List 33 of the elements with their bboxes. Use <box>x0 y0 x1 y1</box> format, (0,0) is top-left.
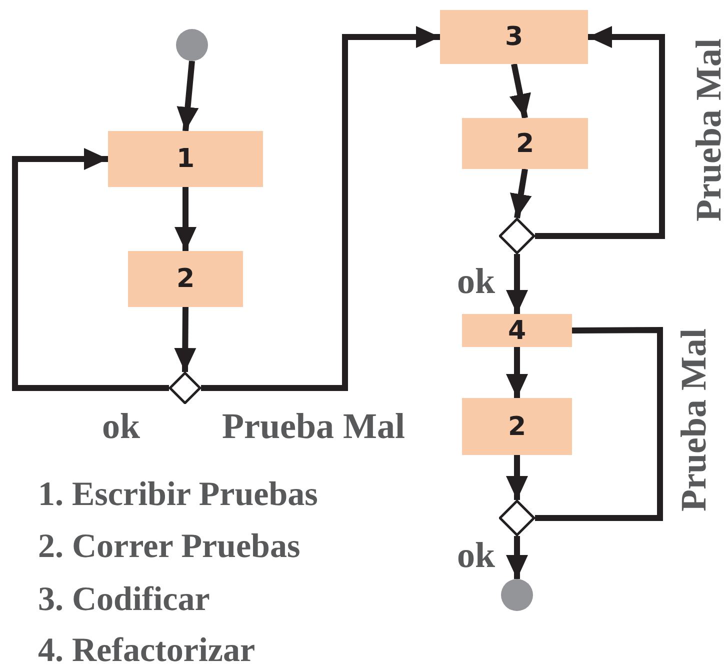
step-number: 1 <box>176 144 195 174</box>
step-number: 4 <box>508 316 526 346</box>
process-box <box>462 314 572 347</box>
process-box <box>462 118 588 169</box>
legend-item: 3. Codificar <box>38 583 210 617</box>
process-box <box>108 131 263 187</box>
arrow <box>12 148 169 391</box>
decision-diamond <box>499 218 535 254</box>
arrow <box>201 26 440 391</box>
legend-item: 4. Refactorizar <box>38 634 256 668</box>
step-number: 3 <box>504 22 524 52</box>
step-number: 2 <box>176 264 195 294</box>
legend-item: 1. Escribir Pruebas <box>38 478 318 512</box>
arrow <box>535 26 665 239</box>
legend-item: 2. Correr Pruebas <box>38 530 300 564</box>
arrow <box>174 187 196 251</box>
step-number: 2 <box>516 128 534 158</box>
arrow <box>174 306 196 372</box>
process-box <box>440 10 588 64</box>
arrow <box>510 168 532 218</box>
start-circle <box>176 29 208 61</box>
arrow <box>506 536 528 579</box>
process-box <box>462 398 572 455</box>
arrow <box>506 455 528 500</box>
arrow <box>176 60 199 132</box>
arrow <box>509 63 531 119</box>
arrow <box>506 254 528 314</box>
decision-diamond <box>499 500 535 536</box>
end-circle <box>501 579 533 611</box>
arrow <box>506 347 528 398</box>
step-number: 2 <box>508 412 526 442</box>
process-box <box>128 251 243 307</box>
decision-diamond <box>169 372 201 404</box>
